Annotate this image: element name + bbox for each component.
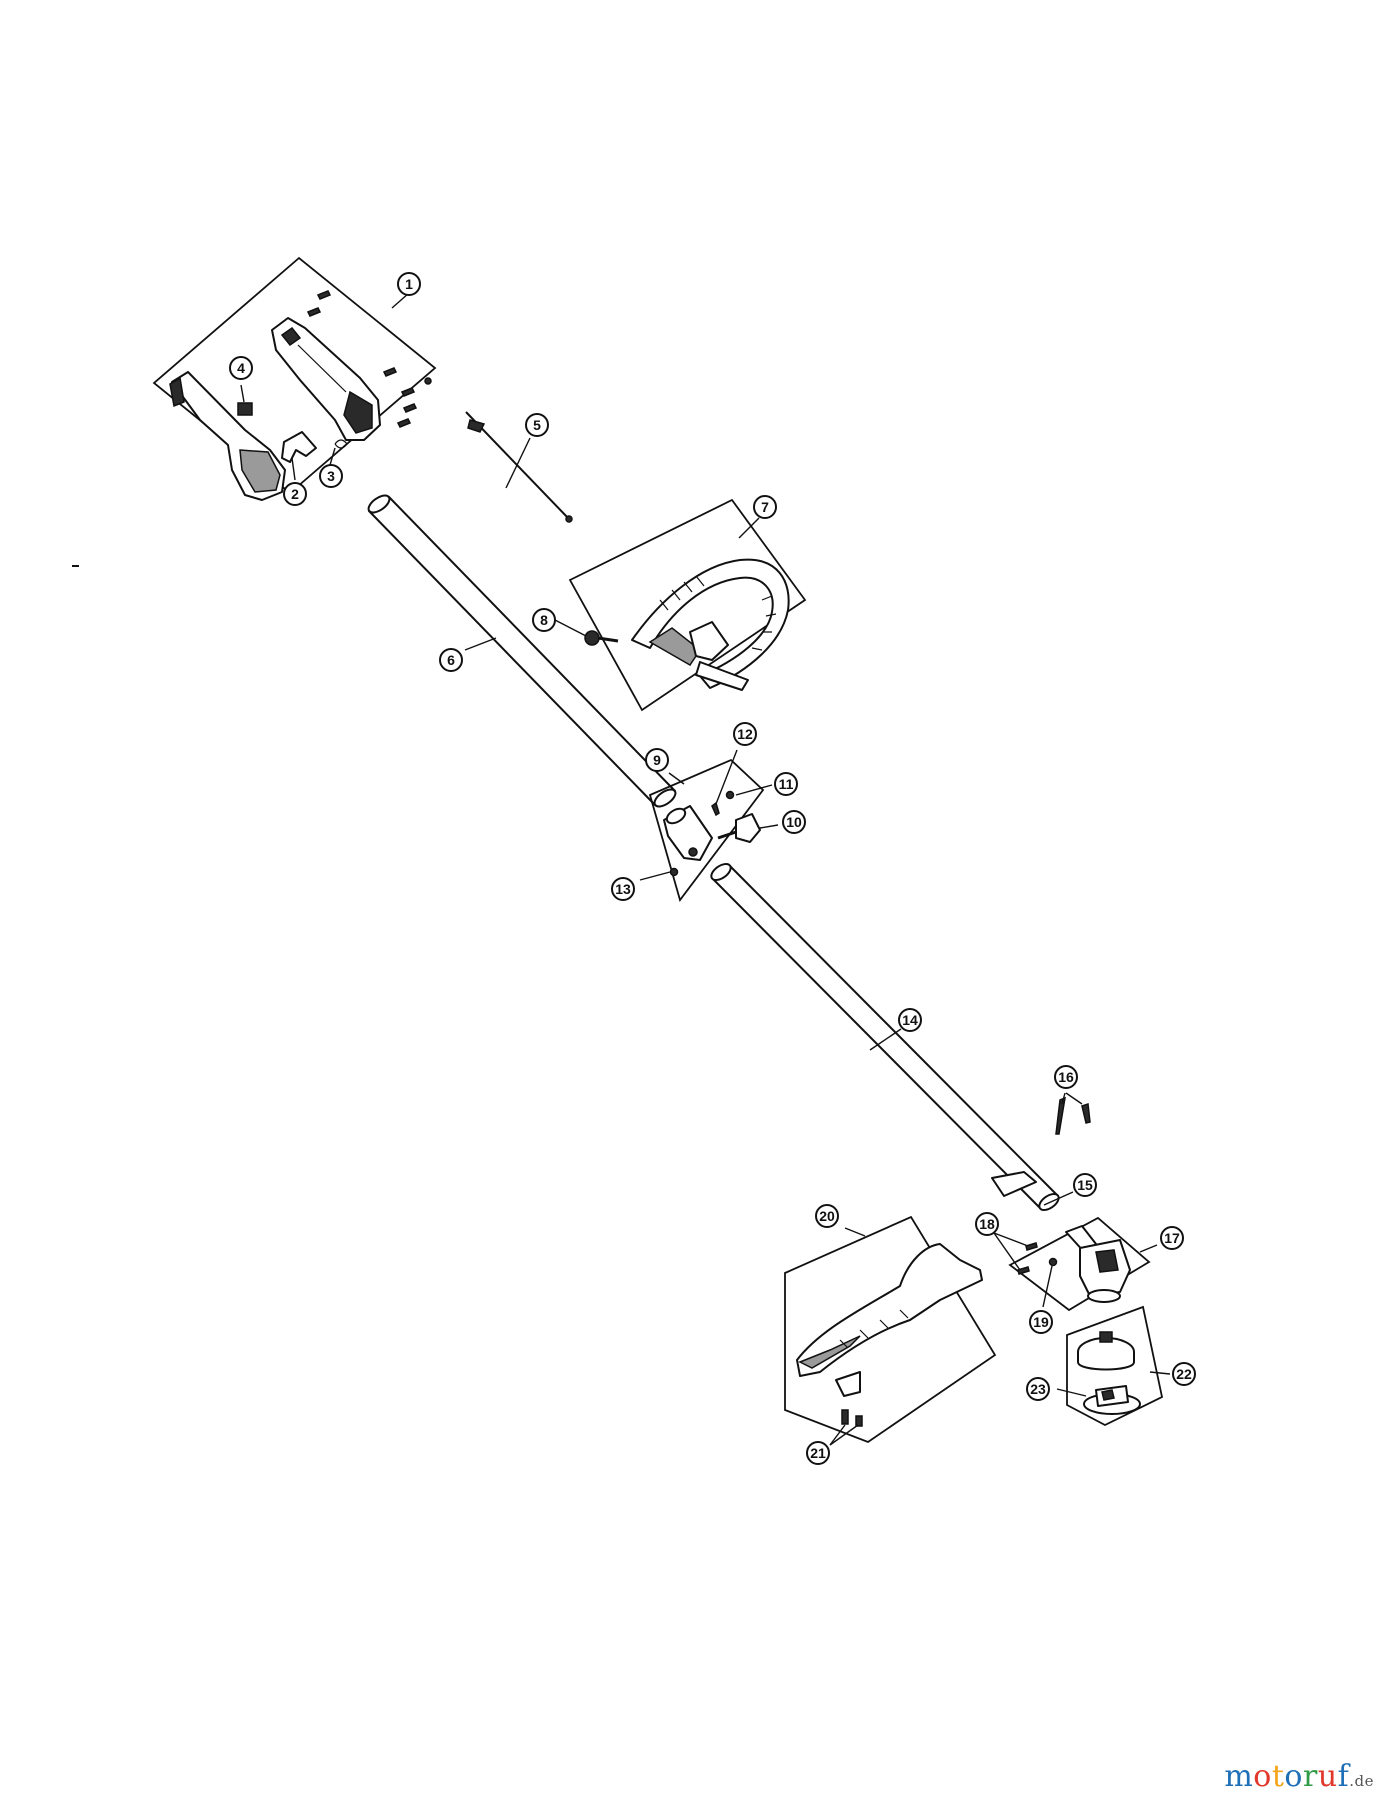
upper-shaft (367, 494, 677, 808)
nut-part-19 (1048, 1257, 1058, 1267)
leader-lines (240, 292, 1171, 1446)
screws-part-18 (1017, 1242, 1038, 1275)
svg-text:2: 2 (291, 486, 299, 502)
bump-knob-part-23 (1083, 1385, 1141, 1415)
callout-8: 8 (532, 608, 556, 632)
svg-text:22: 22 (1176, 1366, 1192, 1382)
svg-text:23: 23 (1030, 1381, 1046, 1397)
callout-10: 10 (782, 810, 806, 834)
lower-shaft (710, 863, 1060, 1211)
handle-half-right (271, 317, 381, 441)
svg-text:21: 21 (810, 1445, 826, 1461)
grass-guard (796, 1243, 983, 1377)
svg-text:4: 4 (237, 360, 245, 376)
guard-blade-part-21 (835, 1371, 863, 1427)
group-outline-9 (648, 758, 765, 902)
svg-text:13: 13 (615, 881, 631, 897)
callout-18: 18 (975, 1212, 999, 1236)
svg-text:3: 3 (327, 468, 335, 484)
coupler-clamp (663, 805, 713, 861)
svg-text:14: 14 (902, 1012, 918, 1028)
callout-16: 16 (1054, 1065, 1078, 1089)
callout-15: 15 (1073, 1173, 1097, 1197)
callout-11: 11 (774, 772, 798, 796)
trimmer-spool (1077, 1331, 1135, 1371)
handle-half-left (169, 371, 286, 501)
svg-text:16: 16 (1058, 1069, 1074, 1085)
callout-20: 20 (815, 1204, 839, 1228)
callout-21: 21 (806, 1441, 830, 1465)
svg-text:18: 18 (979, 1216, 995, 1232)
callout-23: 23 (1026, 1377, 1050, 1401)
svg-text:15: 15 (1077, 1177, 1093, 1193)
nut-part-11 (725, 790, 735, 800)
callout-12: 12 (733, 722, 757, 746)
switch-part-4 (237, 402, 253, 416)
callout-6: 6 (439, 648, 463, 672)
group-outline-7 (568, 498, 807, 712)
svg-text:7: 7 (761, 499, 769, 515)
callout-7: 7 (753, 495, 777, 519)
callout-19: 19 (1029, 1310, 1053, 1334)
callout-13: 13 (611, 877, 635, 901)
callout-5: 5 (525, 413, 549, 437)
svg-text:11: 11 (779, 776, 794, 792)
callout-9: 9 (645, 748, 669, 772)
svg-text:5: 5 (533, 417, 541, 433)
gear-head (1065, 1225, 1131, 1303)
svg-text:19: 19 (1033, 1314, 1049, 1330)
bolt-part-8 (584, 630, 619, 646)
callout-2: 2 (283, 482, 307, 506)
callout-14: 14 (898, 1008, 922, 1032)
group-outline-20 (784, 1215, 997, 1444)
screw-part-12 (711, 801, 720, 817)
group-outline-1 (152, 256, 437, 495)
trigger-part-2 (281, 431, 317, 463)
svg-text:6: 6 (447, 652, 455, 668)
nut-part-13 (669, 867, 679, 877)
callout-4: 4 (229, 356, 253, 380)
knob-part-10 (717, 813, 761, 843)
svg-text:1: 1 (405, 276, 413, 292)
loop-handle (631, 558, 790, 691)
svg-text:10: 10 (786, 814, 802, 830)
callout-22: 22 (1172, 1362, 1196, 1386)
callout-3: 3 (319, 464, 343, 488)
screws-part-16 (1055, 1096, 1091, 1135)
svg-text:8: 8 (540, 612, 548, 628)
watermark-logo: motoruf.de (1224, 1759, 1374, 1794)
throttle-cable (465, 411, 573, 523)
svg-text:20: 20 (819, 1208, 835, 1224)
svg-text:9: 9 (653, 752, 661, 768)
callout-1: 1 (397, 272, 421, 296)
callout-17: 17 (1160, 1226, 1184, 1250)
screws-group-1 (306, 290, 432, 428)
svg-text:17: 17 (1164, 1230, 1180, 1246)
svg-text:12: 12 (737, 726, 753, 742)
spring-part-3 (334, 439, 348, 449)
